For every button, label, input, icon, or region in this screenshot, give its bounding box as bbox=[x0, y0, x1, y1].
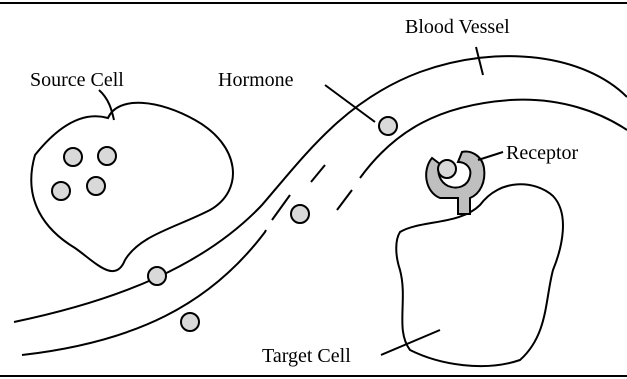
target-cell-label: Target Cell bbox=[262, 345, 351, 367]
blood-vessel-inner-wall-dash-3 bbox=[337, 190, 352, 210]
hormone-icon bbox=[64, 148, 82, 166]
hormone-icon bbox=[181, 313, 199, 331]
hormone-icon bbox=[98, 147, 116, 165]
receptor-label: Receptor bbox=[506, 142, 579, 164]
blood-vessel-inner-wall bbox=[22, 230, 266, 355]
blood-vessel-outer-wall bbox=[14, 56, 627, 322]
hormone-icon bbox=[379, 117, 397, 135]
blood-vessel-inner-wall-dash-1 bbox=[272, 195, 290, 220]
hormone-leader bbox=[325, 85, 375, 122]
hormone-label: Hormone bbox=[218, 69, 294, 91]
hormone-icon bbox=[87, 177, 105, 195]
blood-vessel-inner-wall-dash-2 bbox=[311, 165, 325, 182]
hormone-icon bbox=[52, 182, 70, 200]
blood-vessel-leader bbox=[476, 47, 483, 75]
blood-vessel-label: Blood Vessel bbox=[405, 16, 510, 38]
source-cell-leader bbox=[99, 90, 114, 120]
receptor-leader bbox=[478, 152, 503, 160]
blood-vessel-inner-wall-upper bbox=[360, 100, 627, 178]
source-cell-label: Source Cell bbox=[30, 69, 124, 91]
hormone-icon bbox=[291, 205, 309, 223]
receptor-shape bbox=[426, 152, 484, 214]
bound-hormone-icon bbox=[438, 160, 456, 178]
hormone-icon bbox=[148, 267, 166, 285]
